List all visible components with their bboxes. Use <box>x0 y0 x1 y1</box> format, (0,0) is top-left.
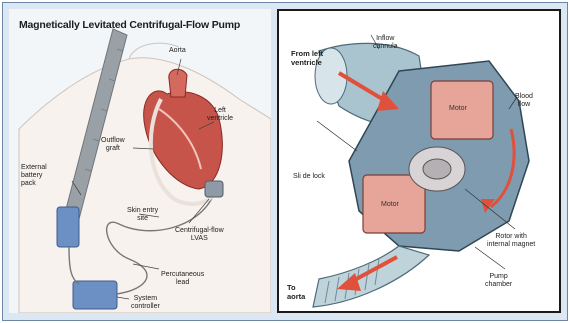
outflow-tube <box>313 246 429 307</box>
lvas-device <box>205 181 223 197</box>
label-motor-bottom: Motor <box>381 201 399 208</box>
body-illustration <box>9 9 271 313</box>
label-slide-lock: Sli de lock <box>293 173 325 181</box>
battery-pack <box>57 207 79 247</box>
label-aorta: Aorta <box>169 47 186 55</box>
aorta-vessel <box>169 69 187 97</box>
label-motor-top: Motor <box>449 105 467 112</box>
system-controller <box>73 281 117 309</box>
body-illustration-panel: Magnetically Levitated Centrifugal-Flow … <box>9 9 271 313</box>
figure-title: Magnetically Levitated Centrifugal-Flow … <box>19 19 240 31</box>
